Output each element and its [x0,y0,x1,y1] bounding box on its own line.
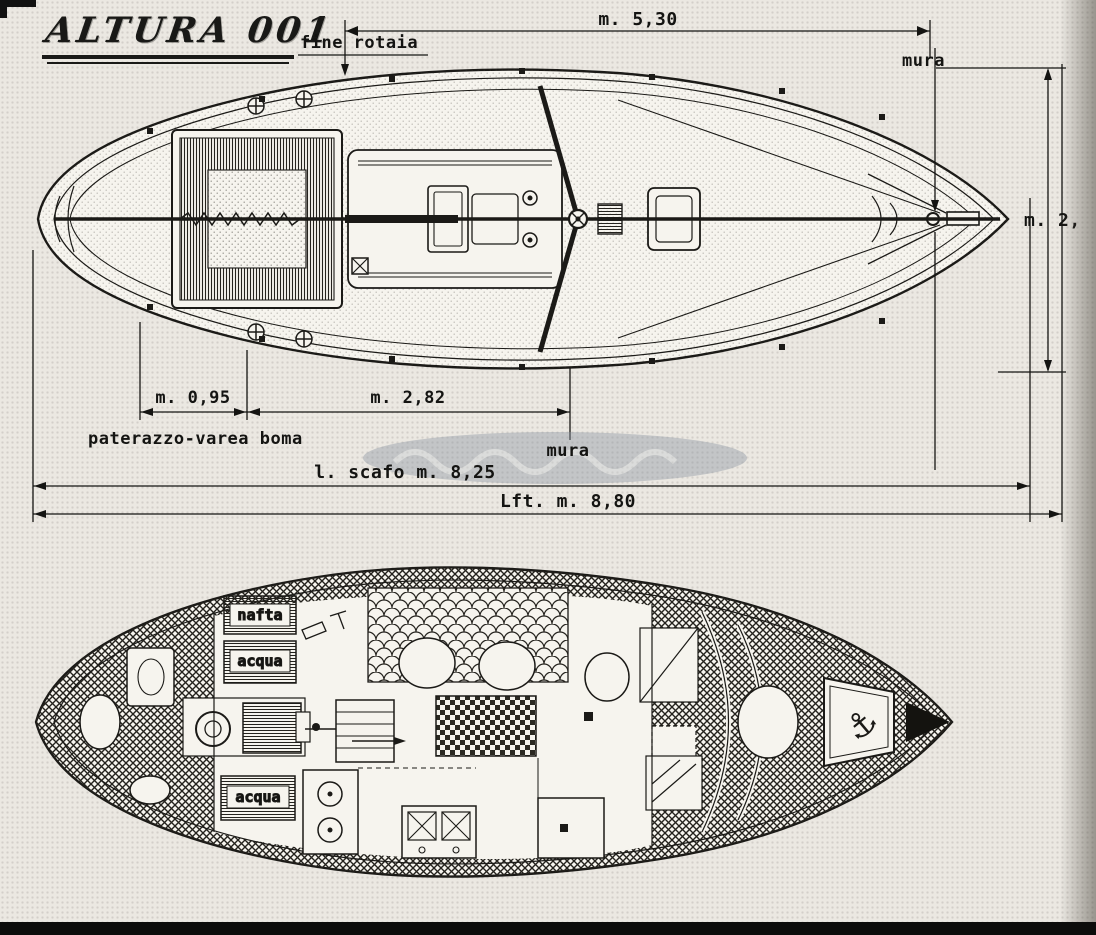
deck-plan [36,68,1010,370]
joinery-marks [301,610,703,858]
label-dim-282: m. 2,82 [370,388,445,408]
saloon-table [435,695,537,757]
tank-acqua-aft-label: acqua [235,788,280,806]
title-underline-thin [47,62,289,64]
shrouds [537,85,581,353]
icebox [537,797,605,859]
deck-gunwale-line [53,77,995,361]
stanchions [147,68,885,370]
pulpit [867,173,947,265]
label-hull-length: l. scafo m. 8,25 [314,462,495,483]
scan-black-bar [0,922,1096,935]
berth-cushion [398,637,456,689]
galley [302,767,605,859]
label-lft: Lft. m. 8,80 [500,491,636,512]
label-mura-mid: mura [547,441,590,461]
forepeak-cushion [737,685,799,759]
stove [302,769,359,855]
tank-acqua-aft: acqua [220,775,296,821]
label-dim-095: m. 0,95 [155,388,230,408]
label-fine-rotaia: fine rotaia [300,33,418,53]
backstay-spring [179,211,301,227]
companionway-steps [335,699,406,763]
bow-stem-wedge [906,702,950,742]
bow-area: ⚓ [737,676,950,768]
watermark [363,432,747,484]
label-mura-top: mura [902,51,945,71]
engine [182,697,340,757]
watermark-script-squiggle [392,449,678,475]
vberth-scale-area [367,587,569,691]
label-paterazzo: paterazzo-varea boma [88,429,303,449]
scan-shadow-right [1060,0,1096,935]
anchor-locker [823,676,895,768]
rig [55,85,1000,353]
scan-edge-mark [0,0,7,18]
lifelines [617,99,941,339]
tank-nafta-label: nafta [237,606,282,624]
berth-cushion [584,652,630,702]
berth-cushion [478,641,536,691]
title-underline-thick [42,55,294,59]
tank-acqua-fwd-label: acqua [237,652,282,670]
bulkheads [213,604,653,846]
tank-acqua-forward: acqua [223,640,297,684]
sink-unit [401,805,477,859]
hull-frame-curve [701,611,730,833]
interior-inner-hull-line [53,579,939,865]
label-dim-530: m. 5,30 [598,9,677,30]
scan-edge-mark [0,0,36,7]
tank-nafta: nafta [223,595,297,635]
deck-dimension-labels: fine rotaia m. 5,30 mura m. 2, m. 0,95 m… [88,9,1080,512]
interior-plan: nafta acqua acqua [34,566,954,878]
stern-fixtures [79,647,175,805]
